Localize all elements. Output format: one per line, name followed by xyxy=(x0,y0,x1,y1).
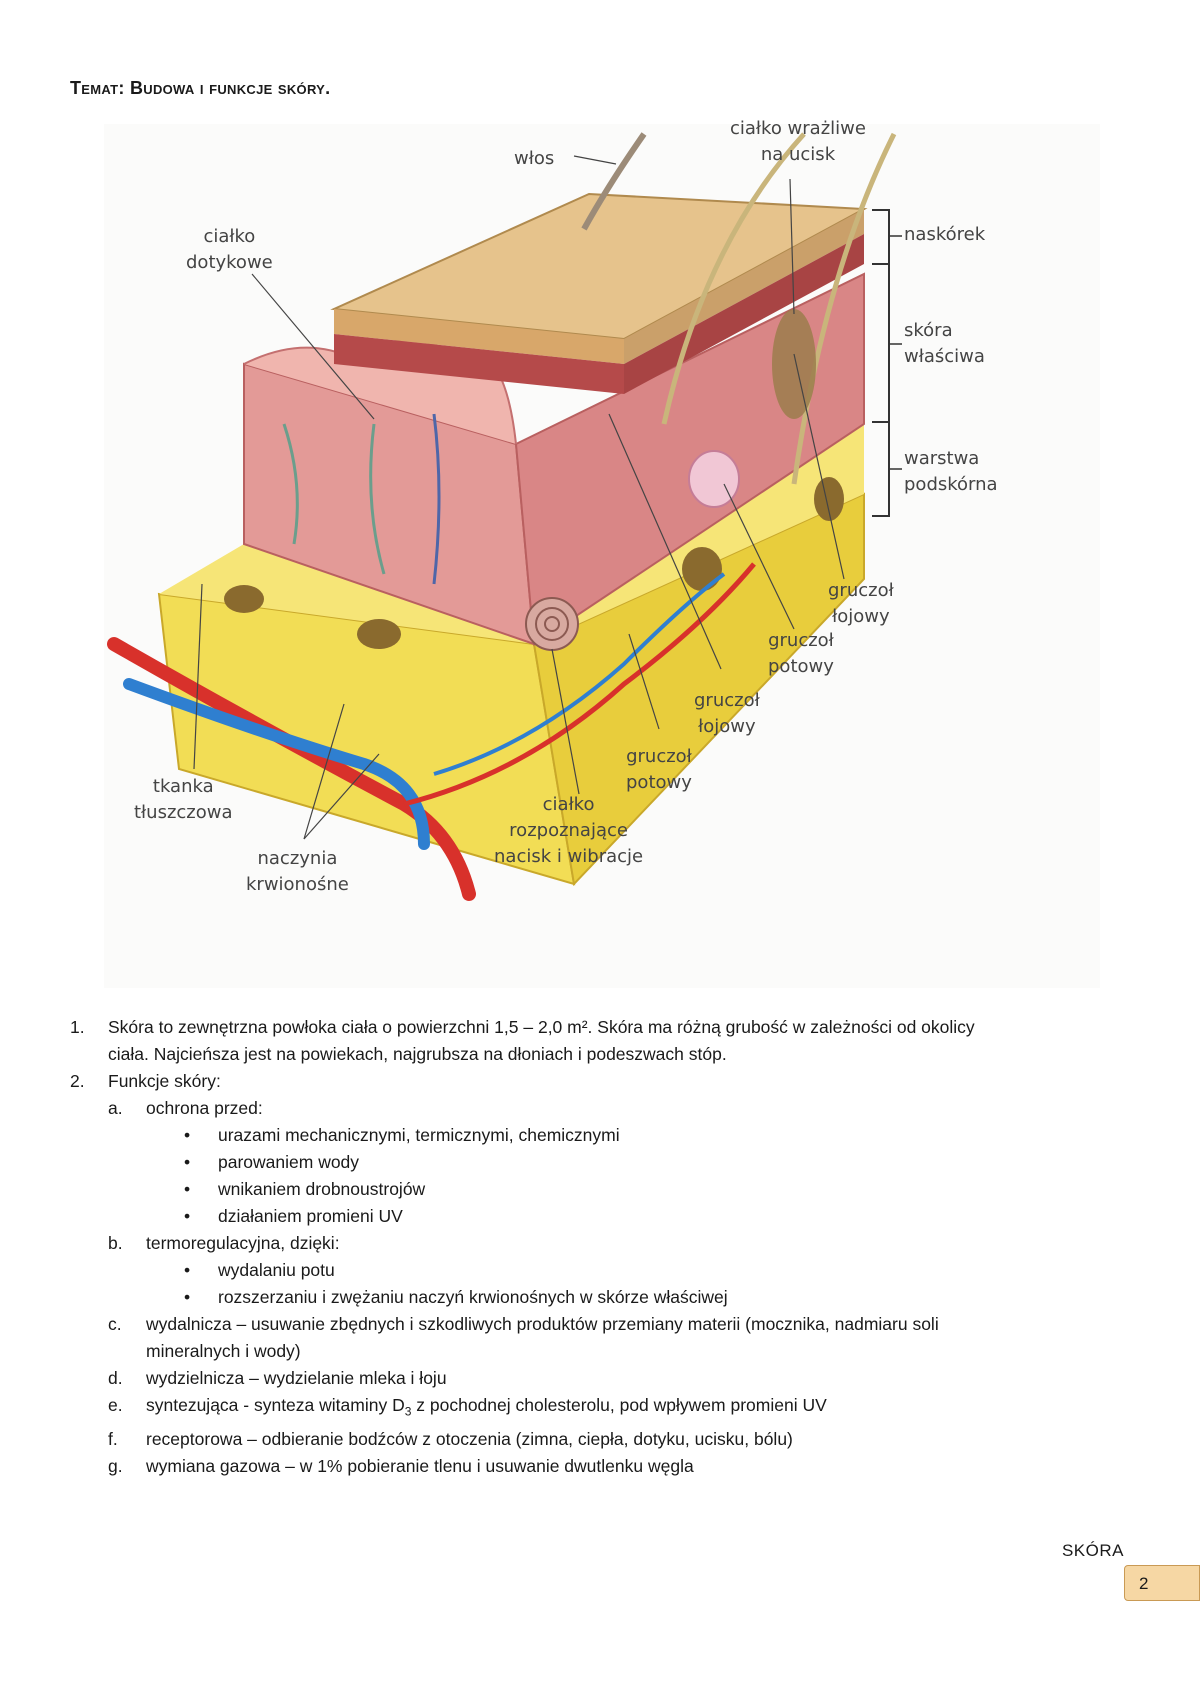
sub-item-text: receptorowa – odbieranie bodźców z otocz… xyxy=(146,1428,793,1449)
label-dermis: skóra właściwa xyxy=(904,320,985,367)
sub-item-text: mineralnych i wody) xyxy=(146,1341,301,1361)
sub-item-letter: b. xyxy=(108,1233,123,1253)
list-item: 1. Skóra to zewnętrzna powłoka ciała o p… xyxy=(70,1014,1150,1068)
sub-item: f. receptorowa – odbieranie bodźców z ot… xyxy=(70,1426,1150,1453)
section-label: SKÓRA xyxy=(1061,1541,1124,1560)
sub-item-text-part: z pochodnej cholesterolu, pod wpływem pr… xyxy=(411,1395,827,1415)
sub-item: d. wydzielnicza – wydzielanie mleka i ło… xyxy=(70,1365,1150,1392)
sub-item-letter: a. xyxy=(108,1098,123,1118)
bullet-item: •parowaniem wody xyxy=(184,1152,360,1172)
skin-diagram: włos ciałko wrażliwe na ucisk ciałko dot… xyxy=(104,118,1100,988)
sub-item-letter: f. xyxy=(108,1428,118,1449)
item-text: Skóra to zewnętrzna powłoka ciała o powi… xyxy=(108,1017,975,1037)
bullet-item: •urazami mechanicznymi, termicznymi, che… xyxy=(184,1125,620,1145)
skin-notes: 1. Skóra to zewnętrzna powłoka ciała o p… xyxy=(70,1014,1150,1480)
sub-item-text: wydalnicza – usuwanie zbędnych i szkodli… xyxy=(146,1314,939,1334)
sub-item-text: ochrona przed: xyxy=(146,1098,263,1118)
skin-cross-section-illustration xyxy=(107,132,902,901)
bullet-item: •wydalaniu potu xyxy=(184,1260,335,1280)
subscript: 3 xyxy=(404,1404,412,1419)
label-subcutaneous-layer: warstwa podskórna xyxy=(904,448,998,495)
sub-item-text-part: syntezująca - synteza witaminy D xyxy=(146,1395,405,1415)
label-adipose-tissue: tkanka tłuszczowa xyxy=(134,776,233,823)
list-item: 2. Funkcje skóry: xyxy=(70,1068,1150,1095)
label-hair: włos xyxy=(514,148,555,169)
bullet-text: działaniem promieni UV xyxy=(218,1206,403,1226)
label-pacinian-corpuscle: ciałko rozpoznające nacisk i wibracje xyxy=(494,794,644,867)
page-title: Temat: Budowa i funkcje skóry. xyxy=(70,78,331,98)
bullet-item: •rozszerzaniu i zwężaniu naczyń krwionoś… xyxy=(184,1287,728,1307)
bullet-text: parowaniem wody xyxy=(218,1152,360,1172)
bullet-text: wnikaniem drobnoustrojów xyxy=(218,1179,426,1199)
item-text: ciała. Najcieńsza jest na powiekach, naj… xyxy=(108,1044,727,1064)
bullet-item: •wnikaniem drobnoustrojów xyxy=(184,1179,426,1199)
label-sebaceous-gland-2: gruczoł łojowy xyxy=(694,690,760,737)
sub-item: c. wydalnicza – usuwanie zbędnych i szko… xyxy=(70,1311,1150,1365)
label-blood-vessels: naczynia krwionośne xyxy=(246,848,349,895)
bullet-text: rozszerzaniu i zwężaniu naczyń krwionośn… xyxy=(218,1287,728,1307)
item-text: Funkcje skóry: xyxy=(108,1071,221,1091)
sub-item-letter: g. xyxy=(108,1455,123,1476)
sub-item-letter: d. xyxy=(108,1368,123,1388)
bullet-text: urazami mechanicznymi, termicznymi, chem… xyxy=(218,1125,620,1145)
label-touch-corpuscle: ciałko dotykowe xyxy=(186,226,273,273)
sub-item: g. wymiana gazowa – w 1% pobieranie tlen… xyxy=(70,1453,1150,1480)
label-sebaceous-gland-1: gruczoł łojowy xyxy=(828,580,894,627)
item-number: 2. xyxy=(70,1071,85,1091)
sub-item-text: termoregulacyjna, dzięki: xyxy=(146,1233,340,1253)
sub-item-letter: c. xyxy=(108,1314,122,1334)
label-sweat-gland-2: gruczoł potowy xyxy=(626,746,692,793)
sub-item-text: wydzielnicza – wydzielanie mleka i łoju xyxy=(146,1368,447,1388)
label-pressure-corpuscle: ciałko wrażliwe na ucisk xyxy=(730,118,866,165)
label-epidermis: naskórek xyxy=(904,224,986,245)
sub-item: e. syntezująca - synteza witaminy D3 z p… xyxy=(70,1392,1150,1426)
sub-item-text: syntezująca - synteza witaminy D3 z poch… xyxy=(146,1392,1150,1426)
bullet-text: wydalaniu potu xyxy=(218,1260,335,1280)
sub-item: a. ochrona przed: xyxy=(70,1095,1150,1122)
item-number: 1. xyxy=(70,1017,85,1037)
sub-item: b. termoregulacyjna, dzięki: xyxy=(70,1230,1150,1257)
bullet-item: •działaniem promieni UV xyxy=(184,1206,403,1226)
page-number: 2 xyxy=(1124,1565,1200,1601)
sub-item-text: wymiana gazowa – w 1% pobieranie tlenu i… xyxy=(146,1455,694,1476)
sub-item-letter: e. xyxy=(108,1395,123,1415)
label-sweat-gland-1: gruczoł potowy xyxy=(768,630,834,677)
